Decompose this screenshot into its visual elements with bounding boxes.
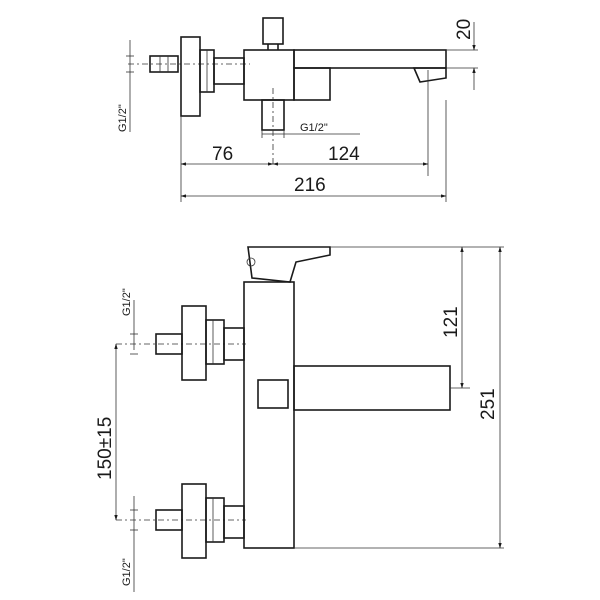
front-dim-centres-150: 150±15: [95, 417, 116, 480]
front-thread-upper-label: G1/2": [121, 288, 133, 316]
front-spout: [257, 365, 451, 411]
front-dim-spout-121: 121: [441, 306, 462, 338]
front-lower-connector: [116, 483, 246, 559]
front-view: G1/2" G1/2" 150±15 121 251: [95, 246, 504, 592]
top-dim-left-76: 76: [212, 144, 233, 165]
top-mixer-body: [243, 17, 295, 164]
top-wall-connector: [128, 36, 250, 117]
top-dim-height-20: 20: [454, 19, 475, 40]
top-view: G1/2" G1/2" 20 76 124 216: [117, 17, 478, 202]
top-spout: [293, 49, 447, 176]
top-thread-bottom-label: G1/2": [300, 122, 328, 134]
front-lever-handle: [246, 246, 331, 283]
front-dim-height-251: 251: [478, 388, 499, 420]
front-body-column: [243, 281, 295, 549]
front-upper-connector: [116, 305, 246, 381]
front-thread-lower-label: G1/2": [121, 558, 133, 586]
top-thread-left-label: G1/2": [117, 104, 129, 132]
top-dim-total-216: 216: [294, 175, 326, 196]
top-dim-right-124: 124: [328, 144, 360, 165]
